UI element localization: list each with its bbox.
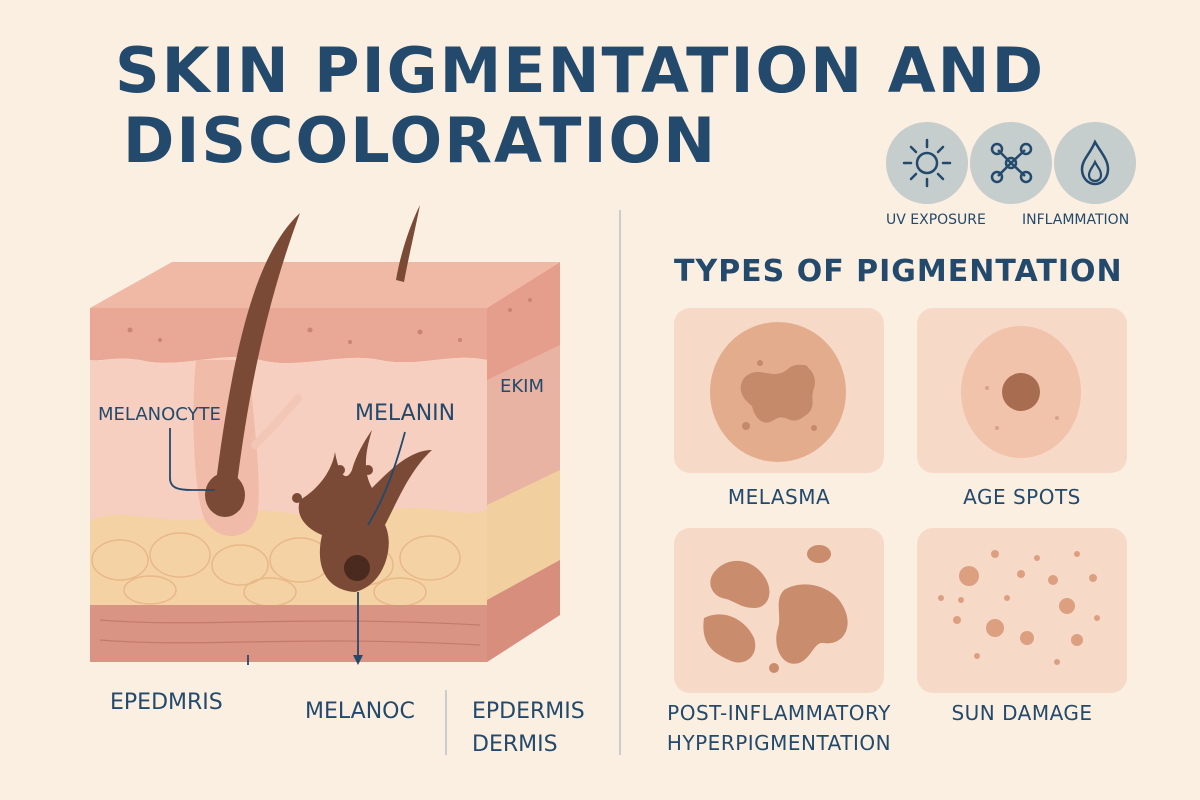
- label-melanocyte: MELANOCYTE: [98, 404, 221, 425]
- hair-shaft-2: [396, 205, 420, 282]
- melanocyte-nucleus: [344, 555, 370, 581]
- skin-cross-section: [90, 205, 560, 665]
- melanocyte-leader: [169, 428, 215, 491]
- label-ekim: EKIM: [500, 376, 545, 397]
- skin-block-top: [90, 262, 560, 308]
- label-melanin: MELANIN: [355, 401, 456, 426]
- inflammation-label: INFLAMMATION: [1022, 212, 1130, 228]
- card-pih: [674, 528, 884, 693]
- dermis-layer: [90, 357, 487, 520]
- molecule-icon: [970, 122, 1052, 204]
- melanocyte-cell: [298, 430, 432, 592]
- card-melasma: [674, 308, 884, 473]
- label-melasma: MELASMA: [727, 485, 831, 509]
- label-dermis: DERMIS: [472, 732, 558, 757]
- label-sun-damage: SUN DAMAGE: [951, 701, 1093, 725]
- card-age-spots: [917, 308, 1127, 473]
- epidermis-layer: [90, 308, 487, 364]
- label-epedmris: EPEDMRIS: [110, 690, 223, 715]
- label-epdermis: EPDERMIS: [472, 699, 585, 724]
- label-age-spots: AGE SPOTS: [963, 485, 1081, 509]
- melanin-leader: [367, 431, 406, 526]
- label-pih: POST-INFLAMMATORY HYPERPIGMENTATION: [654, 698, 904, 758]
- fat-layer: [90, 508, 487, 605]
- bottom-layer: [90, 605, 487, 662]
- label-pih-line-1: POST-INFLAMMATORY: [667, 701, 891, 725]
- page-title-line-1: SKIN PIGMENTATION AND: [114, 34, 1046, 107]
- factor-icons: UV EXPOSURE INFLAMMATION: [886, 122, 1136, 232]
- label-melanoc: MELANOC: [305, 699, 415, 724]
- melanin-granules: [292, 465, 373, 524]
- label-divider: [445, 690, 447, 755]
- types-heading: TYPES OF PIGMENTATION: [674, 254, 1123, 289]
- sun-icon: [886, 122, 968, 204]
- hair-shaft: [214, 213, 300, 504]
- page-title-line-2: DISCOLORATION: [122, 104, 718, 177]
- flame-drop-icon: [1054, 122, 1136, 204]
- card-sun-damage: [917, 528, 1127, 693]
- label-pih-line-2: HYPERPIGMENTATION: [666, 731, 892, 755]
- uv-exposure-label: UV EXPOSURE: [886, 212, 986, 228]
- column-divider: [619, 210, 621, 755]
